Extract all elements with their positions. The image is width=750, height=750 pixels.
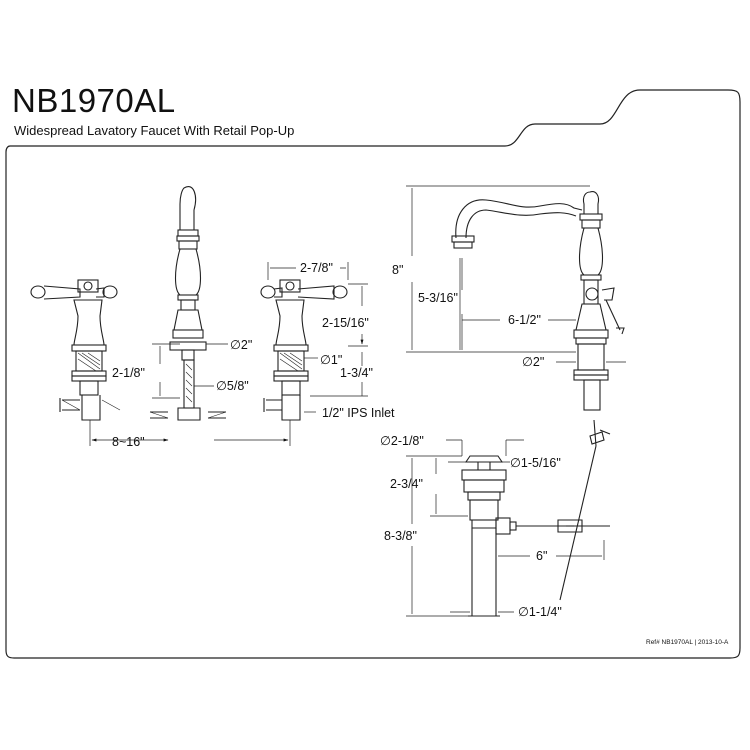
drawing-frame [5,89,741,659]
dim-spout-height: 5-3/16" [418,291,458,305]
dim-overall-height: 8" [392,263,403,277]
dimension-lines [89,185,626,617]
dim-drain-flange-height: 2-3/4" [390,477,423,491]
side-view [451,191,625,447]
dim-drain-rod-length: 6" [536,549,547,563]
dim-handle-shank-dia: ∅2" [230,338,252,352]
drain-view [461,445,610,617]
dim-spout-shank-dia: ∅5/8" [216,379,249,393]
model-number: NB1970AL [12,82,176,119]
dim-handle-offset: 2-7/8" [300,261,333,275]
dim-drain-stopper-dia: ∅1-5/16" [510,456,561,470]
dim-spread: 8~16" [112,435,145,449]
shank-hatching [61,352,303,419]
right-handle-drawing [260,279,348,421]
dim-spout-base-dia: ∅2" [522,355,544,369]
front-view [30,186,348,421]
dim-spout-reach: 6-1/2" [508,313,541,327]
dim-inlet: 1/2" IPS Inlet [322,406,395,420]
dim-spout-shank-length: 2-1/8" [112,366,145,380]
center-spout-drawing [150,186,226,421]
dim-shank-length: 1-3/4" [340,366,373,380]
dim-drain-tail-dia: ∅1-1/4" [518,605,562,619]
dim-drain-flange-dia: ∅2-1/8" [380,434,424,448]
product-description: Widespread Lavatory Faucet With Retail P… [14,123,295,138]
dim-drain-total-length: 8-3/8" [384,529,417,543]
dim-shank-dia: ∅1" [320,353,342,367]
left-handle-drawing [30,279,118,421]
dim-handle-height: 2-15/16" [322,316,369,330]
reference-code: Ref# NB1970AL | 2013-10-A [646,639,729,646]
